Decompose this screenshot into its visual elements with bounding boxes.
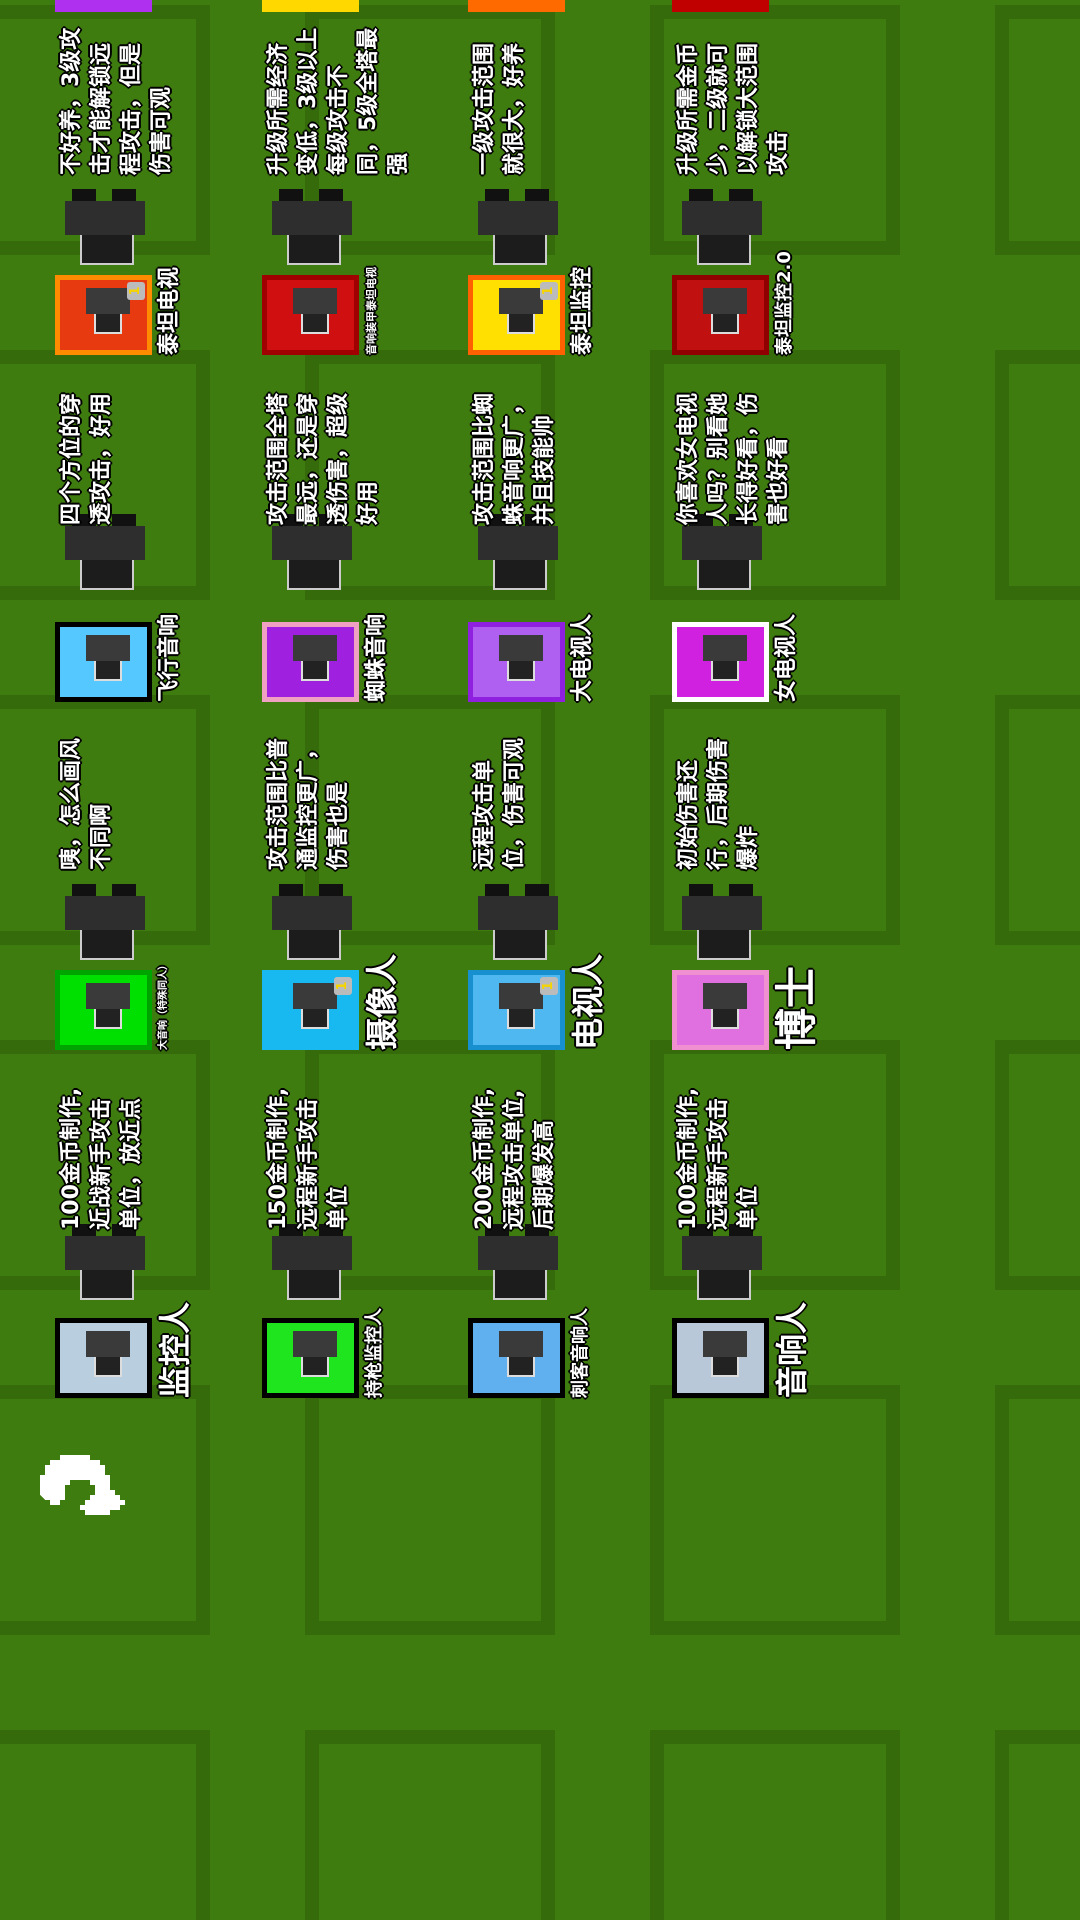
unit-icon-button[interactable]	[55, 970, 152, 1050]
unit-icon-button[interactable]: 1	[55, 275, 152, 355]
unit-icon-button[interactable]: 1	[468, 970, 565, 1050]
unit-icon-button[interactable]	[262, 622, 359, 702]
unit-name: 泰坦电视	[157, 266, 182, 355]
level-badge: 1	[127, 282, 145, 300]
unit-portrait-icon	[80, 1331, 136, 1377]
unit-icon-button[interactable]	[55, 622, 152, 702]
background-tile	[305, 1385, 555, 1635]
unit-description: 攻击范围比普通监控更广，伤害也是	[266, 737, 351, 870]
unit-description: 咦，怎么画风不同啊	[59, 737, 114, 870]
unit-description: 一级攻击范围就很大，好养	[472, 42, 527, 175]
partial-unit-icon[interactable]	[262, 0, 359, 12]
unit-name: 监控人	[156, 1301, 194, 1398]
unit-portrait-icon	[697, 1331, 753, 1377]
background-tile	[305, 1730, 555, 1920]
unit-icon-button[interactable]: 1	[262, 970, 359, 1050]
unit-name: 摄像人	[363, 953, 401, 1050]
unit-icon-button[interactable]	[262, 1318, 359, 1398]
unit-icon-button[interactable]	[672, 622, 769, 702]
background-tile	[995, 1385, 1080, 1635]
unit-description: 100金币制作,近战新手攻击单位，放近点	[59, 1087, 144, 1230]
unit-description: 攻击范围全塔最远，还是穿透伤害，超级好用	[266, 392, 381, 525]
unit-description: 攻击范围比蜘蛛音响更广，并且技能帅	[472, 392, 557, 525]
unit-description: 初始伤害还行，后期伤害爆炸	[676, 737, 761, 870]
unit-name: 泰坦监控2.0	[774, 251, 795, 355]
background-tile	[995, 1730, 1080, 1920]
unit-icon-button[interactable]	[468, 1318, 565, 1398]
unit-description: 不好养，3级攻击才能解锁远程攻击，但是伤害可观	[59, 27, 174, 175]
partial-unit-icon[interactable]	[672, 0, 769, 12]
back-button[interactable]	[30, 1445, 130, 1520]
background-tile	[995, 695, 1080, 945]
background-tile	[650, 1385, 900, 1635]
partial-unit-icon[interactable]	[55, 0, 152, 12]
background-tile	[995, 350, 1080, 600]
unit-description: 升级所需经济变低，3级以上每级攻击不同，5级全塔最强	[266, 27, 411, 175]
unit-name: 博士	[772, 965, 821, 1050]
unit-icon-button[interactable]	[55, 1318, 152, 1398]
unit-icon-button[interactable]: 1	[468, 275, 565, 355]
unit-portrait-icon	[697, 288, 753, 334]
unit-portrait-icon	[287, 288, 343, 334]
level-badge: 1	[540, 977, 558, 995]
unit-name: 大音响（特殊同人）	[158, 960, 169, 1050]
unit-icon-button[interactable]	[262, 275, 359, 355]
unit-name: 音响人	[773, 1301, 811, 1398]
back-arrow-icon	[40, 1455, 125, 1520]
background-tile	[0, 1730, 210, 1920]
level-badge: 1	[540, 282, 558, 300]
unit-portrait-icon	[697, 635, 753, 681]
unit-icon-button[interactable]	[672, 970, 769, 1050]
unit-portrait-icon	[493, 1331, 549, 1377]
unit-description: 你喜欢女电视人吗？别看她长得好看，伤害也好看	[676, 392, 791, 525]
unit-name: 泰坦监控	[570, 266, 595, 355]
unit-portrait-icon	[80, 983, 136, 1029]
unit-name: 女电视人	[774, 613, 799, 702]
background-tile	[650, 1730, 900, 1920]
unit-description: 100金币制作,远程新手攻击单位	[676, 1087, 761, 1230]
partial-unit-icon[interactable]	[468, 0, 565, 12]
unit-icon-button[interactable]	[468, 622, 565, 702]
unit-portrait-icon	[493, 635, 549, 681]
unit-name: 持枪监控人	[364, 1308, 385, 1398]
unit-description: 远程攻击单位，伤害可观	[472, 737, 527, 870]
unit-description: 升级所需金币少，二级就可以解锁大范围攻击	[676, 42, 791, 175]
unit-name: 刺客音响人	[570, 1308, 591, 1398]
unit-name: 蜘蛛音响	[364, 613, 389, 702]
unit-description: 四个方位的穿透攻击，好用	[59, 392, 114, 525]
unit-name: 电视人	[569, 953, 607, 1050]
unit-icon-button[interactable]	[672, 1318, 769, 1398]
background-tile	[995, 1040, 1080, 1290]
unit-description: 200金币制作,远程攻击单位,后期爆发高	[472, 1087, 557, 1230]
unit-portrait-icon	[697, 983, 753, 1029]
unit-name: 音响装甲泰坦电视	[365, 267, 378, 355]
unit-icon-button[interactable]	[672, 275, 769, 355]
unit-portrait-icon	[287, 1331, 343, 1377]
unit-name: 飞行音响	[157, 613, 182, 702]
background-tile	[995, 5, 1080, 255]
unit-portrait-icon	[287, 635, 343, 681]
unit-portrait-icon	[80, 635, 136, 681]
unit-name: 大电视人	[570, 613, 595, 702]
level-badge: 1	[334, 977, 352, 995]
unit-description: 150金币制作,远程新手攻击单位	[266, 1087, 351, 1230]
